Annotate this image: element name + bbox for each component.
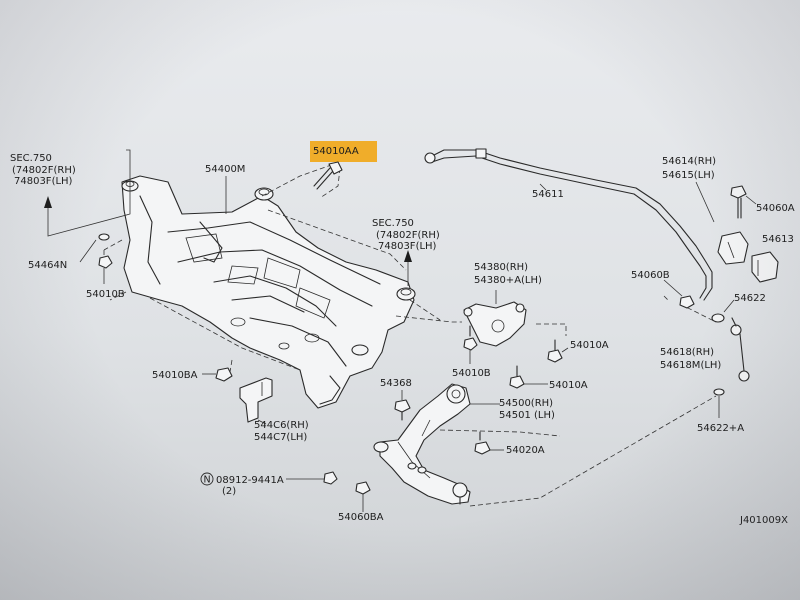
label-54010aa: 54010AA bbox=[313, 146, 359, 157]
part-54020a[interactable]: 54020A bbox=[474, 431, 545, 456]
part-54010ba[interactable]: 54010BA bbox=[152, 367, 233, 382]
sec750-right-rh: (74802F(RH) bbox=[376, 230, 440, 241]
label-54500: 54500(RH) bbox=[499, 398, 553, 409]
part-54611-stabilizer-bar[interactable]: 54611 bbox=[424, 148, 713, 301]
label-54615: 54615(LH) bbox=[662, 170, 715, 181]
label-544c7: 544C7(LH) bbox=[254, 432, 307, 443]
label-08912-qty: (2) bbox=[222, 486, 236, 497]
label-54614: 54614(RH) bbox=[662, 156, 716, 167]
part-54500-lower-arm[interactable]: 54500(RH) 54501 (LH) bbox=[373, 383, 555, 505]
sec750-left-title: SEC.750 bbox=[10, 153, 52, 164]
label-54622: 54622 bbox=[734, 293, 766, 304]
part-54010b-right[interactable]: 54010B bbox=[452, 325, 491, 379]
label-08912: 08912-9441A bbox=[216, 475, 284, 486]
label-54060ba: 54060BA bbox=[338, 512, 384, 523]
arrow-up-icon bbox=[404, 250, 412, 262]
highlight-box bbox=[310, 141, 377, 162]
part-54060b[interactable]: 54060B bbox=[631, 270, 695, 309]
arrow-up-icon bbox=[44, 196, 52, 208]
part-54010a-lower[interactable]: 54010A bbox=[509, 365, 588, 391]
label-54010a-2: 54010A bbox=[549, 380, 588, 391]
part-54622[interactable]: 54622 bbox=[711, 293, 766, 323]
sec750-left-lh: 74803F(LH) bbox=[14, 176, 73, 187]
part-54010a-upper[interactable]: 54010A bbox=[547, 339, 609, 363]
n-symbol-icon: N bbox=[204, 475, 211, 486]
label-54380-rh: 54380(RH) bbox=[474, 262, 528, 273]
label-544c6: 544C6(RH) bbox=[254, 420, 309, 431]
sec750-left-rh: (74802F(RH) bbox=[12, 165, 76, 176]
part-54464n[interactable]: 54464N bbox=[28, 233, 110, 271]
sec750-left-reference: SEC.750 (74802F(RH) 74803F(LH) bbox=[10, 149, 131, 237]
part-54060a[interactable]: 54060A bbox=[730, 185, 795, 219]
part-54622a[interactable]: 54622+A bbox=[697, 388, 744, 434]
part-54614-bushing[interactable]: 54614(RH) 54615(LH) bbox=[662, 156, 749, 265]
part-54613-bracket[interactable]: 54613 bbox=[751, 234, 794, 283]
label-54060b: 54060B bbox=[631, 270, 670, 281]
part-54380-bracket[interactable]: 54380(RH) 54380+A(LH) bbox=[463, 262, 542, 347]
label-54060a: 54060A bbox=[756, 203, 795, 214]
part-54010aa[interactable]: 54010AA bbox=[310, 141, 377, 190]
label-54622a: 54622+A bbox=[697, 423, 744, 434]
sec750-right-reference: SEC.750 (74802F(RH) 74803F(LH) bbox=[372, 218, 440, 286]
label-54618-lh: 54618M(LH) bbox=[660, 360, 721, 371]
label-54368: 54368 bbox=[380, 378, 412, 389]
label-54464n: 54464N bbox=[28, 260, 67, 271]
part-544c6-544c7[interactable]: 544C6(RH) 544C7(LH) bbox=[239, 377, 309, 443]
label-54010b-left: 54010B bbox=[86, 289, 125, 300]
figure-code: J401009X bbox=[739, 515, 788, 526]
part-54060ba[interactable]: 54060BA bbox=[338, 481, 384, 523]
label-54501: 54501 (LH) bbox=[499, 410, 555, 421]
label-54010a-1: 54010A bbox=[570, 340, 609, 351]
sec750-right-title: SEC.750 bbox=[372, 218, 414, 229]
label-54611: 54611 bbox=[532, 189, 564, 200]
part-54010b-left[interactable]: 54010B bbox=[86, 255, 125, 300]
label-54010b-right: 54010B bbox=[452, 368, 491, 379]
label-54400m: 54400M bbox=[205, 164, 245, 175]
part-54368[interactable]: 54368 bbox=[380, 378, 412, 421]
part-54618-link[interactable]: 54618(RH) 54618M(LH) bbox=[660, 317, 750, 382]
sec750-right-lh: 74803F(LH) bbox=[378, 241, 437, 252]
part-08912-9441a[interactable]: N 08912-9441A (2) bbox=[200, 471, 338, 497]
label-54020a: 54020A bbox=[506, 445, 545, 456]
label-54380-lh: 54380+A(LH) bbox=[474, 275, 542, 286]
label-54010ba: 54010BA bbox=[152, 370, 198, 381]
label-54613: 54613 bbox=[762, 234, 794, 245]
label-54618-rh: 54618(RH) bbox=[660, 347, 714, 358]
front-subframe-54400m bbox=[121, 175, 416, 409]
